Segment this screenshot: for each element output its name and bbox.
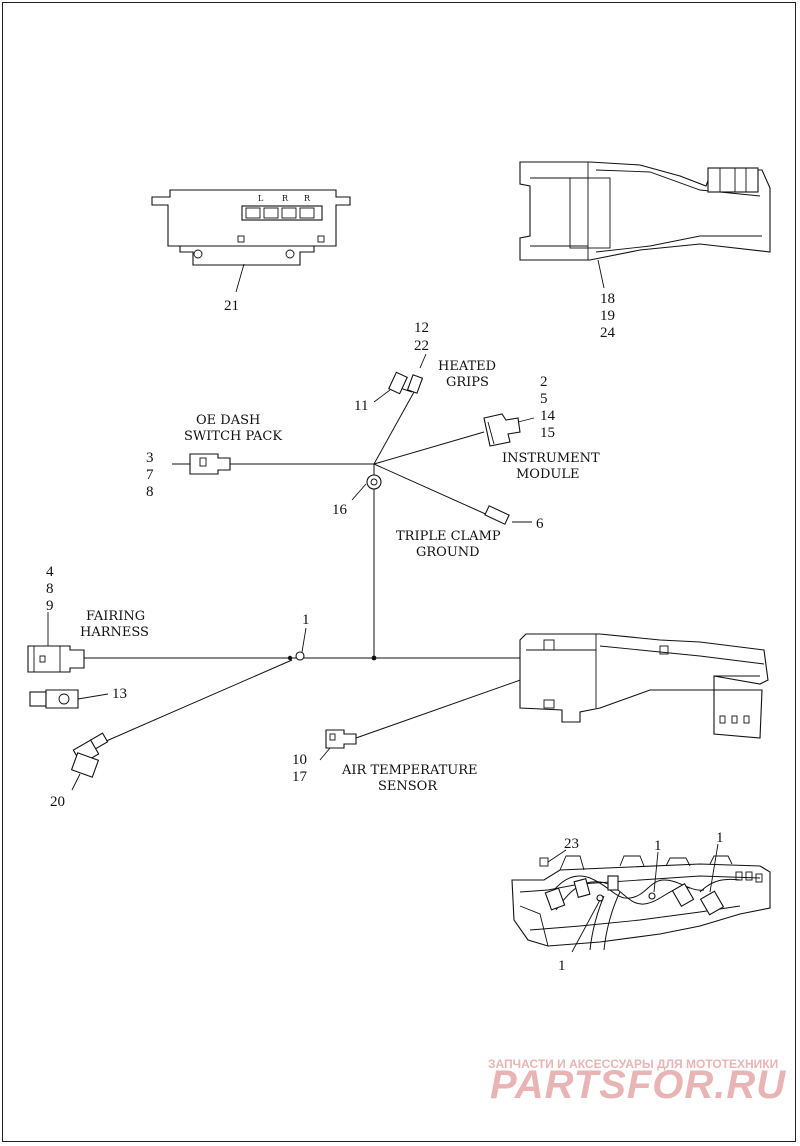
instrument-label-1: INSTRUMENT: [502, 451, 600, 466]
instrument-label-2: MODULE: [516, 467, 579, 482]
callout-8-fairing: 8: [46, 581, 54, 597]
triple-clamp-label-1: TRIPLE CLAMP: [396, 529, 501, 544]
junction-dot-left: [287, 655, 293, 661]
callout-1-main: 1: [302, 612, 310, 628]
watermark: ЗАПЧАСТИ И АКСЕССУАРЫ ДЛЯ МОТОТЕХНИКИ PA…: [488, 1057, 786, 1107]
part-13-cap: [29, 689, 109, 709]
callout-7: 7: [146, 467, 154, 483]
callout-8-oe: 8: [146, 484, 154, 500]
watermark-brand: PARTSFOR.RU: [490, 1063, 786, 1107]
part-18-fairing-bracket-top: [519, 161, 771, 289]
callout-23: 23: [564, 836, 579, 852]
callout-13: 13: [112, 686, 127, 702]
part-21-switch-bracket: L R R: [151, 189, 351, 293]
callout-6: 6: [536, 516, 544, 532]
part-fairing-bracket-middle: [519, 633, 769, 739]
watermark-tagline: ЗАПЧАСТИ И АКСЕССУАРЫ ДЛЯ МОТОТЕХНИКИ: [488, 1057, 778, 1071]
callout-1-assembly-b: 1: [716, 830, 724, 846]
junction-dot: [371, 655, 377, 661]
callout-19: 19: [600, 308, 615, 324]
callout-10: 10: [292, 752, 307, 768]
assembled-fairing-view: [511, 843, 771, 953]
oe-dash-connector: [172, 453, 231, 475]
heated-grips-label-2: GRIPS: [446, 375, 489, 390]
main-harness-wires: [84, 387, 527, 743]
connector-20: [70, 732, 109, 791]
heated-grips-label-1: HEATED: [438, 359, 496, 374]
callout-11: 11: [354, 398, 368, 414]
callout-1-assembly-c: 1: [558, 958, 566, 974]
callout-14: 14: [540, 408, 556, 424]
callout-4: 4: [46, 564, 54, 580]
callout-21: 21: [224, 298, 239, 314]
switch-marking-l: L: [258, 194, 264, 203]
clip-1-main: [295, 627, 307, 661]
callout-18: 18: [600, 291, 615, 307]
callout-15: 15: [540, 425, 555, 441]
instrument-module-connector: [483, 413, 535, 447]
air-temp-sensor: [319, 729, 357, 761]
callout-9: 9: [46, 598, 54, 614]
switch-marking-r1: R: [282, 194, 289, 203]
callout-5: 5: [540, 391, 548, 407]
air-temp-label-2: SENSOR: [378, 779, 438, 794]
triple-clamp-label-2: GROUND: [416, 545, 480, 560]
fairing-label-2: HARNESS: [80, 625, 149, 640]
air-temp-label-1: AIR TEMPERATURE: [341, 763, 478, 778]
triple-clamp-ground-connector: [484, 505, 532, 525]
oe-dash-label-1: OE DASH: [196, 413, 260, 428]
callout-17: 17: [292, 769, 308, 785]
callout-12: 12: [414, 320, 429, 336]
callout-24: 24: [600, 325, 616, 341]
switch-marking-r2: R: [304, 194, 311, 203]
callout-2: 2: [540, 374, 548, 390]
callout-20: 20: [50, 794, 65, 810]
callout-1-assembly-a: 1: [654, 838, 662, 854]
heated-grips-connector: [406, 353, 427, 394]
callout-16: 16: [332, 502, 348, 518]
connector-11: [373, 371, 408, 403]
oe-dash-label-2: SWITCH PACK: [184, 429, 282, 444]
callout-22: 22: [414, 338, 429, 354]
grommet-16: [351, 474, 382, 501]
fairing-harness-connector: [27, 612, 85, 673]
fairing-label-1: FAIRING: [86, 609, 145, 624]
callout-3: 3: [146, 450, 154, 466]
